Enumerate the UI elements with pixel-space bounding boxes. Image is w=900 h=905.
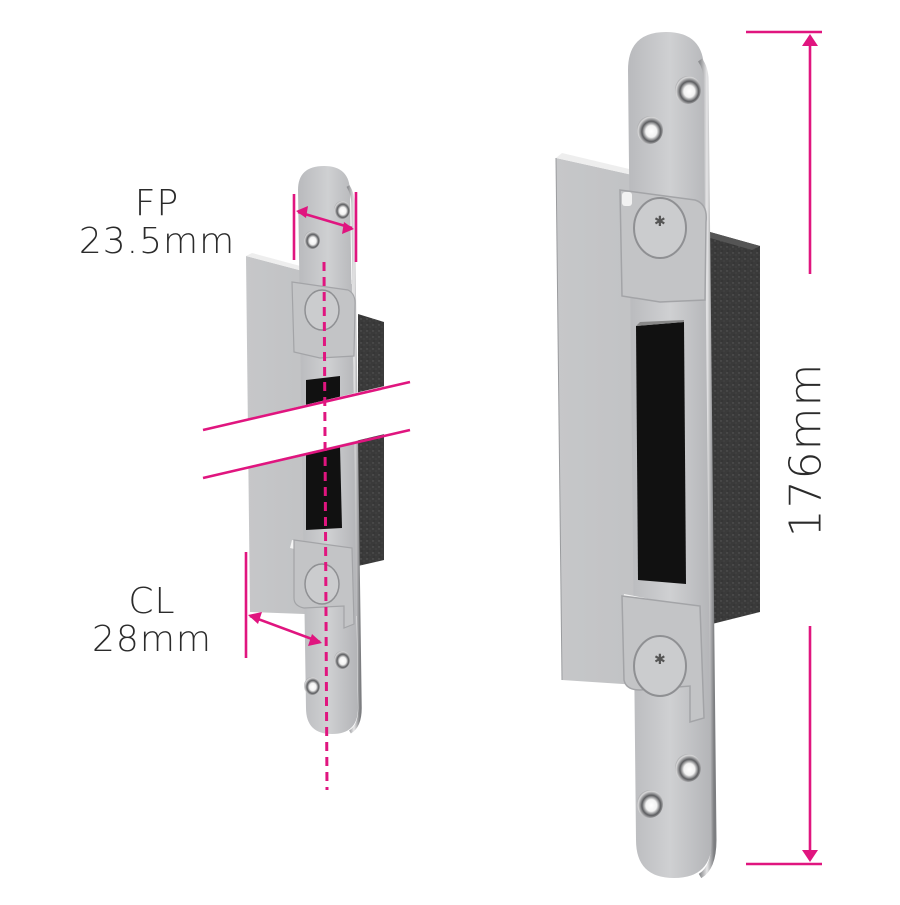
- screw-hole-icon: [637, 76, 701, 144]
- screw-hole-icon: [637, 754, 701, 818]
- foam-backing: [710, 232, 760, 624]
- upper-adjuster: ✱: [619, 189, 708, 303]
- screw-hole-icon: [304, 677, 320, 695]
- fp-value: 23.5mm: [78, 221, 236, 262]
- torx-icon: ✱: [654, 213, 666, 229]
- fp-dimension-label: FP 23.5mm: [62, 186, 252, 260]
- fp-code: FP: [134, 183, 180, 224]
- cl-arrow: [249, 614, 321, 644]
- break-line: [202, 428, 411, 480]
- arrow-down-icon: [802, 850, 818, 862]
- break-gap: [200, 380, 410, 478]
- cl-dimension-label: CL 28mm: [62, 584, 242, 658]
- lower-adjuster: ✱: [621, 595, 705, 723]
- torx-icon: ✱: [654, 651, 666, 667]
- dimension-lines: [202, 30, 822, 866]
- screw-hole-icon: [334, 201, 350, 219]
- screw-hole-icon: [334, 651, 350, 669]
- arrow-up-icon: [802, 34, 818, 46]
- fp-arrow: [297, 210, 353, 230]
- centreline-dashed: [322, 261, 329, 791]
- break-line: [202, 380, 411, 432]
- large-keep-illustration: ✱ ✱: [555, 32, 760, 879]
- cl-code: CL: [128, 581, 176, 622]
- height-value: 176mm: [780, 362, 832, 538]
- cl-value: 28mm: [92, 619, 212, 660]
- screw-hole-icon: [304, 231, 320, 249]
